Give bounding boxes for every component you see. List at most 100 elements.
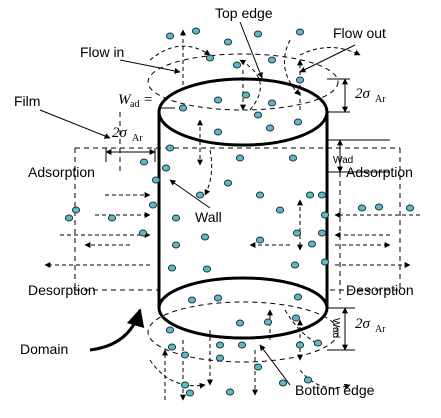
particle xyxy=(213,294,223,302)
wall-pointer xyxy=(169,179,211,209)
particle xyxy=(253,111,263,119)
equals-sign: = xyxy=(143,92,153,108)
particle xyxy=(320,258,330,266)
particle xyxy=(317,191,327,199)
leader-lines xyxy=(39,21,356,386)
particle xyxy=(235,319,245,327)
particle xyxy=(320,211,330,219)
particle xyxy=(293,118,303,126)
particle xyxy=(267,56,277,64)
particle xyxy=(374,203,384,211)
particle xyxy=(253,363,263,371)
particle xyxy=(215,341,225,349)
particle xyxy=(167,264,177,272)
bottom-edge-pointer xyxy=(259,344,291,386)
particle xyxy=(161,164,171,172)
particle xyxy=(165,32,175,40)
particle xyxy=(148,201,158,209)
film-pointer xyxy=(39,109,111,139)
particle xyxy=(290,261,300,269)
particle xyxy=(288,154,298,162)
two-sigma-film-sub: Ar xyxy=(132,133,143,144)
particle xyxy=(295,76,305,84)
w-symbol: W xyxy=(118,92,132,108)
particle xyxy=(167,343,177,351)
particle xyxy=(255,236,265,244)
top-edge-label: Top edge xyxy=(215,5,273,21)
wad-bottom-label: Wad xyxy=(330,318,341,338)
film-label: Film xyxy=(14,93,40,109)
particle xyxy=(213,128,223,136)
particle xyxy=(187,296,197,304)
particle xyxy=(171,214,181,222)
particle xyxy=(275,206,285,214)
cylinder xyxy=(157,77,329,340)
particle xyxy=(165,326,175,334)
particle xyxy=(205,54,215,62)
particle xyxy=(178,104,188,112)
particle xyxy=(295,28,305,36)
particle xyxy=(64,214,74,222)
particle xyxy=(195,191,205,199)
desorption-right-label: Desorption xyxy=(346,282,414,298)
two-sigma-top: 2σ xyxy=(355,86,371,102)
particle xyxy=(291,314,301,322)
particle xyxy=(357,204,367,212)
particle xyxy=(191,27,201,35)
two-sigma-top-sub: Ar xyxy=(375,94,386,105)
particle xyxy=(171,241,181,249)
wad-top-label: Wad xyxy=(333,155,353,166)
particle xyxy=(263,318,273,326)
particle xyxy=(213,96,223,104)
bottom-edge-label: Bottom edge xyxy=(295,382,375,398)
particle xyxy=(185,389,195,397)
particle xyxy=(180,381,190,389)
wall-label: Wall xyxy=(195,209,222,225)
desorption-left-label: Desorption xyxy=(28,282,96,298)
particle xyxy=(215,354,225,362)
particle xyxy=(151,176,161,184)
particle xyxy=(71,206,81,214)
particle xyxy=(317,229,327,237)
particles xyxy=(64,27,415,397)
particle xyxy=(267,99,277,107)
particle xyxy=(223,179,233,187)
particle xyxy=(255,191,265,199)
particle xyxy=(303,376,313,384)
particle xyxy=(293,293,303,301)
flow-in-label: Flow in xyxy=(80,44,124,60)
flow-out-label: Flow out xyxy=(333,25,386,41)
dimension-markers xyxy=(105,78,390,351)
particle xyxy=(107,214,117,222)
w-subscript: ad xyxy=(130,99,139,110)
top-edge-pointer xyxy=(239,21,263,79)
particle xyxy=(305,191,315,199)
particle xyxy=(278,379,288,387)
particle xyxy=(241,91,251,99)
particle xyxy=(202,265,212,273)
two-sigma-bottom-sub: Ar xyxy=(375,324,386,335)
particle xyxy=(253,30,263,38)
particle xyxy=(235,154,245,162)
particle xyxy=(180,351,190,359)
particle xyxy=(405,204,415,212)
two-sigma-bottom: 2σ xyxy=(355,316,371,332)
particle xyxy=(237,341,247,349)
particle xyxy=(165,144,175,152)
particle xyxy=(292,229,302,237)
particle xyxy=(225,388,235,396)
particle xyxy=(313,339,323,347)
flow-in-pointer xyxy=(119,59,181,74)
particle xyxy=(265,124,275,132)
particle xyxy=(307,240,317,248)
particle xyxy=(200,233,210,241)
domain-arrow xyxy=(89,308,145,352)
particle xyxy=(232,61,242,69)
flow-out-pointer xyxy=(299,44,356,73)
adsorption-left-label: Adsorption xyxy=(28,164,95,180)
domain-label: Domain xyxy=(20,341,68,357)
particle xyxy=(138,229,148,237)
particle xyxy=(139,158,149,166)
